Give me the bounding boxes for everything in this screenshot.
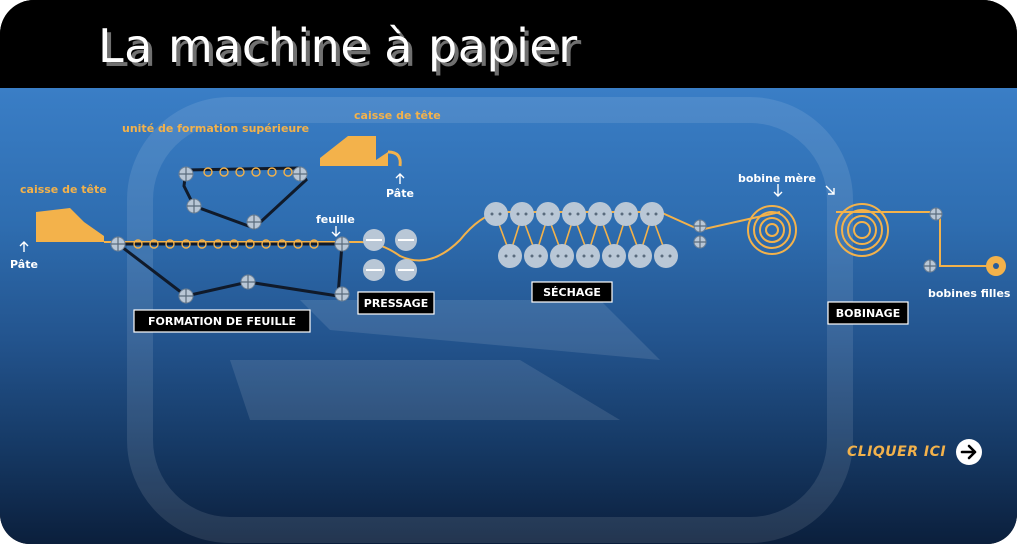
arrow-feuille-icon xyxy=(331,226,341,237)
forming-dots-lower xyxy=(133,239,319,249)
section-pressage-label: PRESSAGE xyxy=(364,297,428,310)
title-bar: La machine à papier xyxy=(0,0,1017,88)
section-bobinage: BOBINAGE xyxy=(827,301,909,325)
section-sechage: SÉCHAGE xyxy=(531,281,613,303)
arrows xyxy=(19,173,835,252)
guide-rollers xyxy=(110,166,943,304)
section-sechage-label: SÉCHAGE xyxy=(543,286,601,299)
child-reel xyxy=(986,256,1006,276)
forming-dots-upper xyxy=(203,167,293,177)
headbox-left xyxy=(36,208,104,242)
drying-cylinder-dots xyxy=(490,212,672,258)
feuille-label: feuille xyxy=(316,213,355,226)
pate-left-label: Pâte xyxy=(10,258,38,271)
lower-forming-wire xyxy=(113,242,344,298)
bobines-filles-label: bobines filles xyxy=(928,287,1011,300)
press-rolls xyxy=(363,229,417,281)
arrow-pate-left-icon xyxy=(19,241,29,252)
arrow-bobine-mere-diag-icon xyxy=(825,185,835,195)
section-bobinage-label: BOBINAGE xyxy=(836,307,900,320)
bobine-mere-label: bobine mère xyxy=(738,172,816,185)
pate-top-label: Pâte xyxy=(386,187,414,200)
page-title: La machine à papier xyxy=(98,19,578,73)
arrow-right-circle-icon xyxy=(956,439,983,465)
drying-cylinders-top xyxy=(484,202,664,226)
section-formation: FORMATION DE FEUILLE xyxy=(133,309,311,333)
winder-reel xyxy=(835,203,889,257)
upper-forming-wire xyxy=(182,166,308,230)
unite-formation-label: unité de formation supérieure xyxy=(122,122,309,135)
drying-cylinders-bottom xyxy=(498,244,678,268)
pate-top-pipe xyxy=(387,150,402,167)
caisse-tete-top-label: caisse de tête xyxy=(354,109,441,122)
arrow-pate-top-icon xyxy=(395,173,405,184)
section-formation-label: FORMATION DE FEUILLE xyxy=(148,315,296,328)
arrow-bobine-mere-icon xyxy=(773,184,783,197)
cliquer-ici-label: CLIQUER ICI xyxy=(847,444,947,460)
section-pressage: PRESSAGE xyxy=(357,291,435,315)
caisse-tete-left-label: caisse de tête xyxy=(20,183,107,196)
parent-reel xyxy=(747,205,797,255)
headbox-top xyxy=(320,136,388,166)
cliquer-ici-button[interactable]: CLIQUER ICI xyxy=(847,439,983,465)
